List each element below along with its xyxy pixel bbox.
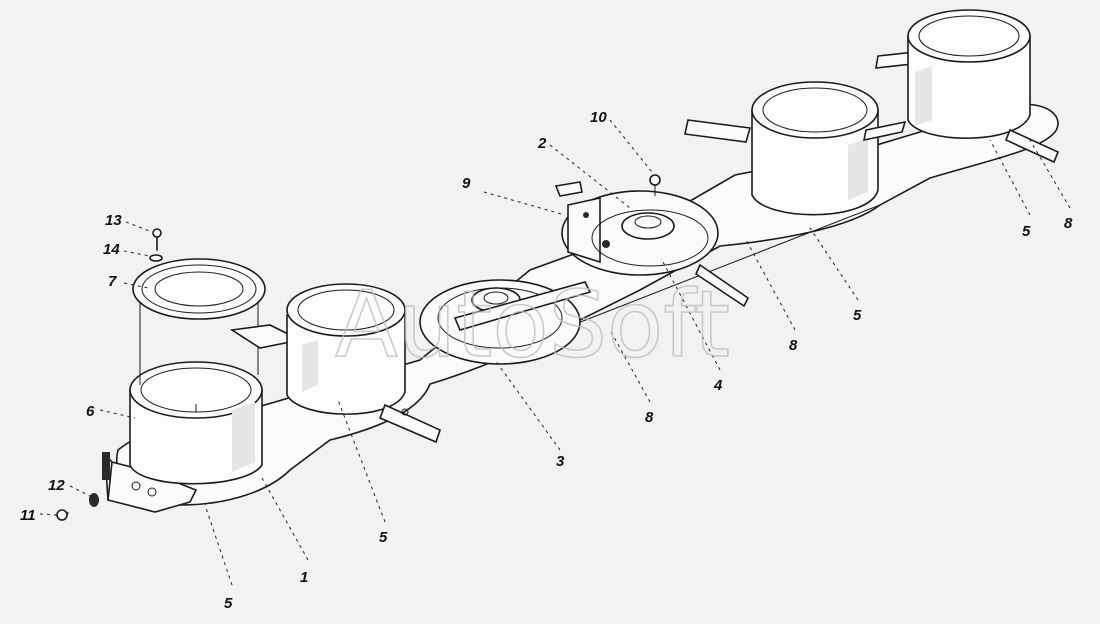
callout-12: 12 [48,477,65,494]
callout-8-right: 8 [1064,215,1073,232]
drum-cap [132,258,266,385]
callout-3: 3 [556,453,565,470]
washer-14 [149,254,163,262]
drum-third [684,81,907,216]
drum-second [229,283,441,444]
callout-5-left: 5 [224,595,233,612]
callout-6: 6 [86,403,95,420]
callout-8-mid: 8 [789,337,798,354]
callout-8-center: 8 [645,409,654,426]
disc-center [419,279,592,365]
callout-5-second: 5 [379,529,388,546]
callout-11: 11 [20,507,36,524]
callout-9: 9 [462,175,471,192]
callout-1: 1 [300,569,308,586]
callout-labels: 13 14 7 6 12 11 5 1 5 3 8 4 8 5 5 8 9 2 … [20,109,1073,612]
callout-7: 7 [108,273,117,290]
leader-lines [39,119,1071,586]
watermark: AutoSoft [335,271,730,378]
callout-5-right: 5 [1022,223,1031,240]
fasteners [55,228,163,521]
bolt-11 [56,509,68,521]
washer-12 [89,493,99,507]
callout-14: 14 [103,241,120,258]
drum-left [129,361,263,485]
drum-fourth [875,9,1060,164]
disc-boss [554,174,750,308]
housing-flange [102,452,110,480]
screw-13 [152,228,162,238]
callout-2: 2 [537,135,547,152]
callout-4: 4 [713,377,723,394]
callout-13: 13 [105,212,122,229]
callout-10: 10 [590,109,607,126]
callout-5-third: 5 [853,307,862,324]
